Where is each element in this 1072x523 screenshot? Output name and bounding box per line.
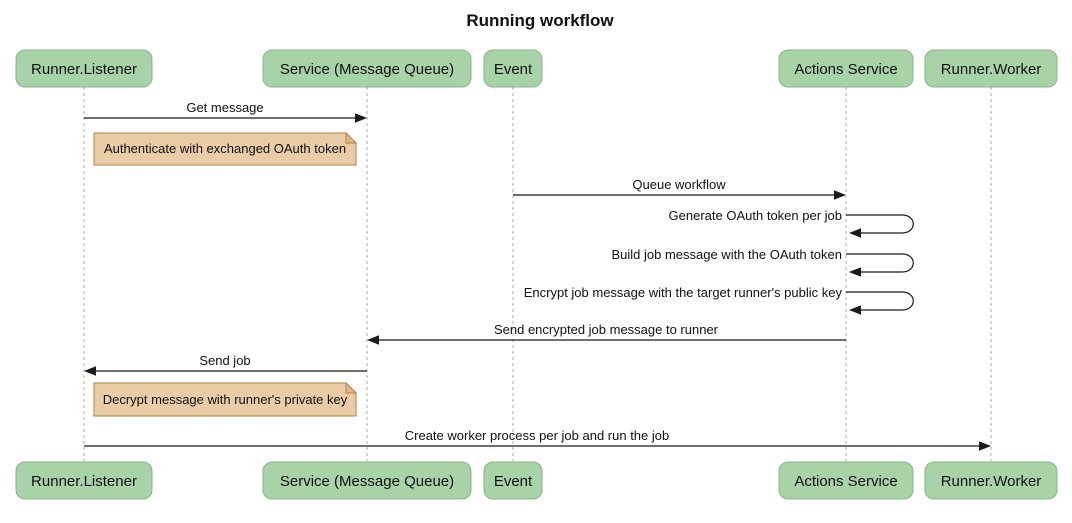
actor-label: Event	[494, 473, 533, 490]
actor-box	[15, 461, 153, 500]
message-queue-workflow: Queue workflow	[513, 177, 846, 200]
actor-label: Runner.Listener	[31, 61, 137, 78]
actor-bottom-service-message-queue: Service (Message Queue)	[262, 461, 472, 500]
actor-label: Runner.Worker	[941, 61, 1042, 78]
actor-box	[483, 49, 543, 88]
note-box	[93, 132, 357, 166]
actor-label: Event	[494, 61, 533, 78]
actor-box	[483, 461, 543, 500]
self-loop-line	[846, 291, 914, 311]
arrowhead-left-icon	[849, 305, 861, 315]
message-label: Send encrypted job message to runner	[494, 322, 719, 337]
actor-bottom-runner-listener: Runner.Listener	[15, 461, 153, 500]
lifelines	[83, 87, 992, 462]
message-send-job: Send job	[84, 353, 367, 376]
actor-bottom-event: Event	[483, 461, 543, 500]
actor-label: Runner.Worker	[941, 473, 1042, 490]
actor-box	[924, 461, 1058, 500]
actor-top-service-message-queue: Service (Message Queue)	[262, 49, 472, 88]
note-text: Decrypt message with runner's private ke…	[103, 392, 348, 407]
actors-bottom: Runner.Listener Service (Message Queue) …	[15, 461, 1058, 500]
self-loop-line	[846, 214, 914, 234]
actor-top-runner-worker: Runner.Worker	[924, 49, 1058, 88]
note-authenticate-oauth: Authenticate with exchanged OAuth token	[93, 131, 358, 166]
message-label: Build job message with the OAuth token	[611, 247, 842, 262]
actor-box	[15, 49, 153, 88]
actor-label: Actions Service	[794, 61, 897, 78]
actor-label: Service (Message Queue)	[280, 473, 454, 490]
note-box	[93, 382, 357, 417]
actors-top: Runner.Listener Service (Message Queue) …	[15, 49, 1058, 88]
actor-bottom-runner-worker: Runner.Worker	[924, 461, 1058, 500]
note-decrypt-private-key: Decrypt message with runner's private ke…	[93, 381, 358, 417]
message-create-worker-process: Create worker process per job and run th…	[84, 428, 991, 451]
note-fold-corner-icon	[345, 381, 358, 394]
message-send-encrypted-job: Send encrypted job message to runner	[367, 322, 846, 345]
actor-box	[262, 49, 472, 88]
message-label: Queue workflow	[632, 177, 726, 192]
message-encrypt-job-message: Encrypt job message with the target runn…	[524, 285, 914, 315]
message-label: Encrypt job message with the target runn…	[524, 285, 843, 300]
actor-box	[262, 461, 472, 500]
arrowhead-left-icon	[849, 267, 861, 277]
actor-label: Actions Service	[794, 473, 897, 490]
message-label: Create worker process per job and run th…	[405, 428, 669, 443]
actor-box	[778, 49, 914, 88]
actor-top-runner-listener: Runner.Listener	[15, 49, 153, 88]
note-fold-corner-icon	[345, 131, 358, 144]
arrowhead-right-icon	[355, 113, 367, 123]
message-build-job-message: Build job message with the OAuth token	[611, 247, 914, 277]
actor-top-actions-service: Actions Service	[778, 49, 914, 88]
note-text: Authenticate with exchanged OAuth token	[104, 141, 346, 156]
arrowhead-right-icon	[979, 441, 991, 451]
actor-top-event: Event	[483, 49, 543, 88]
arrowhead-left-icon	[849, 228, 861, 238]
actor-box	[924, 49, 1058, 88]
self-loop-line	[846, 253, 914, 273]
actor-label: Runner.Listener	[31, 473, 137, 490]
message-get-message: Get message	[84, 100, 367, 123]
message-label: Generate OAuth token per job	[669, 208, 842, 223]
message-generate-oauth-token: Generate OAuth token per job	[669, 208, 914, 238]
arrowhead-left-icon	[367, 335, 379, 345]
diagram-title: Running workflow	[466, 11, 614, 30]
arrowhead-left-icon	[84, 366, 96, 376]
actor-box	[778, 461, 914, 500]
message-label: Get message	[186, 100, 263, 115]
message-label: Send job	[199, 353, 250, 368]
actor-bottom-actions-service: Actions Service	[778, 461, 914, 500]
arrowhead-right-icon	[834, 190, 846, 200]
actor-label: Service (Message Queue)	[280, 61, 454, 78]
